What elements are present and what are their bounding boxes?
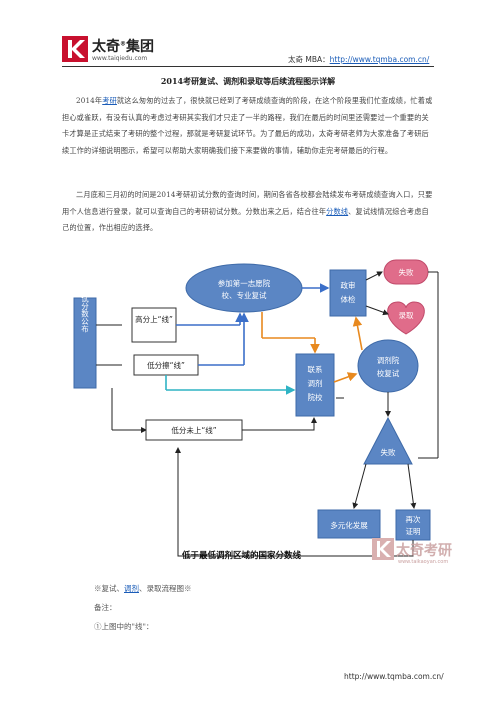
political-exam-box: [329, 269, 367, 317]
svg-text:失败: 失败: [399, 267, 414, 277]
adjust-retest-node: [357, 339, 419, 393]
logo-url: www.taiqiedu.com: [92, 55, 148, 62]
svg-text:证明: 证明: [406, 527, 421, 536]
header-divider: [62, 66, 434, 67]
high-score-box: [131, 307, 177, 343]
svg-text:校复试: 校复试: [377, 368, 400, 378]
contact-adjust-box: [295, 353, 335, 417]
svg-text:多元化发展: 多元化发展: [330, 520, 368, 530]
first-choice-retest-node: [185, 263, 303, 313]
kaoyan-link[interactable]: 考研: [102, 96, 117, 105]
fail-mid-node: [363, 416, 413, 465]
watermark-logo-icon: [372, 538, 394, 560]
svg-text:政审: 政审: [341, 280, 356, 290]
svg-text:高分上“线”: 高分上“线”: [135, 314, 173, 324]
svg-text:录取: 录取: [399, 311, 414, 320]
initial-scores-label: 初试分数公布: [80, 286, 89, 334]
svg-text:调剂: 调剂: [308, 378, 323, 388]
intro-paragraph: 2014年考研就这么匆匆的过去了，很快就已经到了考研成绩查询的阶段，在这个阶段里…: [62, 96, 433, 155]
remark-label: 备注：: [94, 603, 117, 612]
figure-caption: ※复试、调剂、录取流程图※: [94, 584, 192, 593]
adjust-link[interactable]: 调剂: [124, 584, 139, 593]
taiqi-logo-icon: [62, 36, 88, 62]
svg-text:参加第一志愿院: 参加第一志愿院: [218, 278, 271, 288]
svg-text:院校: 院校: [308, 392, 323, 402]
remark-item-1: ①上图中的"线"：: [94, 622, 154, 631]
svg-text:体检: 体检: [341, 294, 356, 304]
page-title: 2014考研复试、调剂和录取等后续流程图示详解: [160, 76, 336, 86]
score-paragraph: 二月底和三月初的时间是2014考研初试分数的查询时间，期间各省各校都会陆续发布考…: [62, 190, 433, 232]
footer-url-link[interactable]: http://www.tqmba.com.cn/: [344, 672, 444, 681]
svg-text:失败: 失败: [381, 447, 396, 457]
svg-text:校、专业复试: 校、专业复试: [222, 290, 267, 300]
svg-text:联系: 联系: [308, 364, 323, 374]
svg-text:低分未上“线”: 低分未上“线”: [171, 425, 216, 435]
svg-text:调剂院: 调剂院: [377, 355, 400, 365]
logo-brand: 太奇®集团: [92, 39, 154, 55]
admit-heart-node: [387, 301, 425, 335]
header-link: 太奇 MBA：http://www.tqmba.com.cn/: [288, 55, 430, 64]
header-url-link[interactable]: http://www.tqmba.com.cn/: [329, 55, 430, 64]
next-year-box: [395, 509, 431, 541]
svg-text:再次: 再次: [406, 514, 421, 524]
initial-scores-box: [73, 297, 97, 389]
svg-text:低分擦“线”: 低分擦“线”: [147, 360, 185, 370]
process-flowchart: 初试分数公布 高分上“线” 低分擦“线” 低分未上“线” 参加第一志愿院 校、专…: [73, 259, 439, 557]
multi-dev-box: [317, 509, 381, 539]
score-line-link[interactable]: 分数线: [326, 206, 349, 216]
watermark-url: www.taikaoyan.com: [398, 559, 449, 565]
watermark-text: 太奇考研: [396, 543, 452, 559]
diagram-caption: 低于最低调剂区域的国家分数线: [182, 551, 302, 561]
